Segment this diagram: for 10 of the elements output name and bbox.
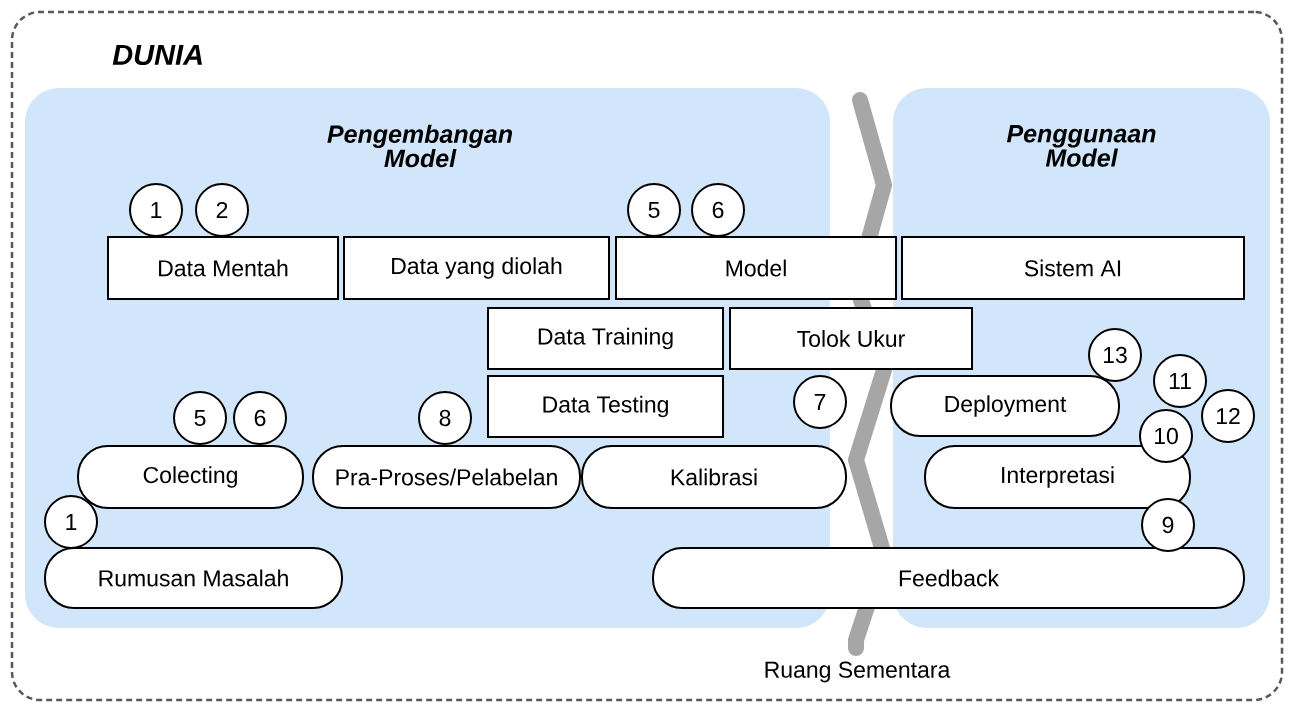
process-box: Data Testing [487, 375, 724, 438]
process-box: Sistem AI [901, 236, 1245, 300]
divider-label: Ruang Sementara [765, 661, 951, 683]
process-box: Tolok Ukur [729, 307, 973, 370]
process-box: Data yang diolah [343, 236, 610, 300]
step-pill: Kalibrasi [581, 445, 847, 509]
panel-title: Pengembangan Model [327, 124, 513, 168]
frame-title: DUNIA [112, 44, 202, 66]
process-box: Data Training [487, 307, 724, 370]
panel-title: Penggunaan Model [1006, 125, 1156, 167]
